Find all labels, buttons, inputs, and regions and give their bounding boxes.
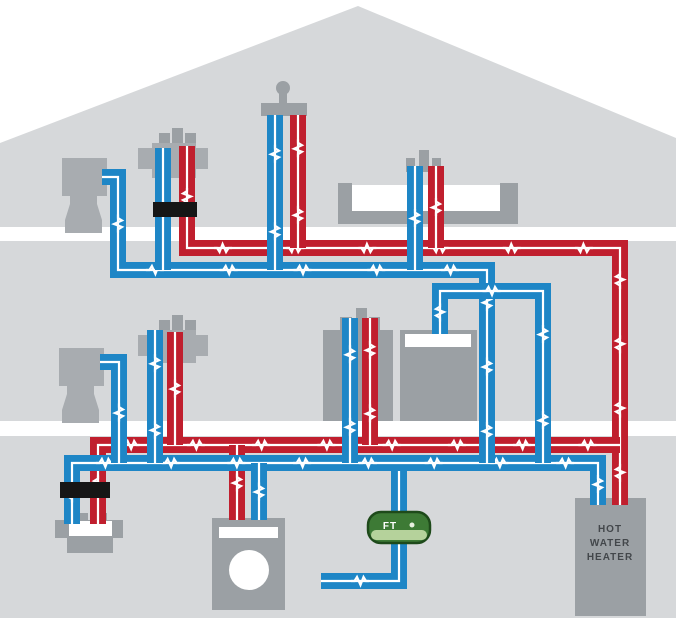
cold-pipe-upstairs-cold-main-and-feed bbox=[102, 169, 495, 463]
upstairs-sink-valve bbox=[153, 202, 197, 217]
hot-pipe-tub-hot-riser bbox=[428, 166, 444, 248]
laundry-valve bbox=[60, 482, 110, 498]
tub-spout bbox=[419, 150, 429, 172]
faucet-spout bbox=[172, 315, 183, 332]
hot-pipe-vent-stack-hot-riser bbox=[290, 115, 306, 248]
heater-label-line3: HEATER bbox=[587, 552, 633, 563]
hot-water-heater: HOT WATER HEATER bbox=[575, 498, 646, 616]
vent-stack-cap bbox=[261, 81, 307, 116]
toilet-bowl bbox=[65, 196, 102, 233]
faucet-handle bbox=[185, 133, 196, 145]
hot-pipe-kitchen-hot-riser bbox=[362, 318, 378, 445]
toilet-bowl bbox=[62, 386, 99, 423]
laundry-basin bbox=[69, 521, 112, 536]
vent-stem bbox=[279, 93, 287, 105]
toilet-tank bbox=[59, 348, 104, 386]
faucet-spout bbox=[172, 128, 183, 145]
flow-meter-label: FT bbox=[383, 521, 397, 532]
sink-wing bbox=[138, 148, 152, 169]
first-floor-toilet bbox=[59, 348, 104, 423]
cold-pipe-kitchen-cold-riser bbox=[342, 318, 358, 463]
tub-handle bbox=[406, 158, 415, 172]
washer-panel bbox=[219, 527, 278, 538]
laundry-base bbox=[67, 537, 113, 553]
faucet-handle bbox=[159, 320, 170, 332]
washer-door bbox=[229, 550, 269, 590]
dishwasher-panel bbox=[405, 334, 471, 347]
sink-wing bbox=[196, 148, 208, 169]
laundry-tub bbox=[55, 513, 123, 553]
heater-label-line1: HOT bbox=[598, 524, 622, 535]
faucet-handle bbox=[185, 320, 196, 332]
bathtub bbox=[338, 150, 518, 224]
flow-meter-band bbox=[371, 530, 427, 540]
cold-pipe-bath1-toilet-cold bbox=[100, 354, 127, 463]
vent-cap bbox=[261, 103, 307, 116]
hot-pipe-bath1-sink-hot-riser bbox=[167, 332, 183, 445]
vent-ball bbox=[276, 81, 290, 95]
laundry-stub bbox=[77, 513, 88, 522]
cold-pipe-tub-cold-riser bbox=[407, 166, 423, 270]
toilet-tank bbox=[62, 158, 107, 196]
faucet-spout bbox=[356, 308, 367, 331]
cold-pipe-dishwasher-cold-branch bbox=[432, 283, 551, 463]
tub-basin bbox=[352, 185, 500, 211]
flow-meter: FT bbox=[366, 510, 432, 545]
washing-machine bbox=[212, 518, 285, 610]
sink-wing bbox=[196, 335, 208, 356]
heater-label-line2: WATER bbox=[590, 538, 630, 549]
tub-handle bbox=[432, 158, 441, 172]
upstairs-toilet bbox=[62, 158, 107, 233]
faucet-handle bbox=[159, 133, 170, 145]
cold-pipe-washer-cold-drop bbox=[251, 463, 267, 520]
dishwasher bbox=[400, 330, 477, 421]
heater-body bbox=[575, 498, 646, 616]
first-floor-slab bbox=[0, 421, 676, 436]
flow-meter-dot bbox=[409, 522, 415, 528]
cold-pipe-bath1-sink-cold-riser bbox=[147, 330, 163, 463]
cold-pipe-vent-stack-cold-riser bbox=[267, 115, 283, 270]
